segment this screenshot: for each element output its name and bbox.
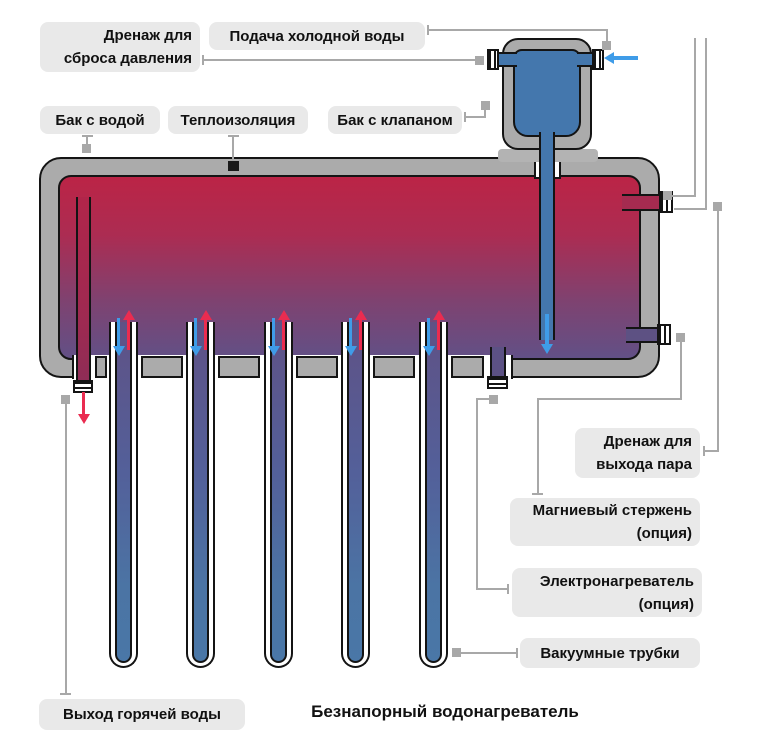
label-magnesium-rod: Магниевый стержень (опция) [510,498,700,546]
callout-line [674,208,707,210]
pressure-drain-hatch [487,49,499,70]
cold-flow-down-arrow-icon [349,318,352,346]
cold-flow-down-arrow-icon [427,318,430,346]
cold-flow-down-arrow-icon [272,318,275,346]
label-line: (опция) [636,525,692,542]
diagram-title: Безнапорный водонагреватель [311,702,579,721]
callout-tick [703,446,705,456]
hot-flow-up-arrow-icon [127,320,130,350]
magnesium-rod-fitting-hatch [657,324,671,345]
callout-line [537,398,682,400]
hot-flow-up-arrow-icon [437,320,440,350]
callout-line [476,398,478,590]
callout-tick [60,693,71,695]
label-valve-tank: Бак с клапаном [328,106,462,134]
callout-line [704,450,719,452]
label-line: Подача холодной воды [229,27,405,45]
cold-flow-down-arrow-icon [117,318,120,346]
callout-line [464,116,486,118]
callout-line [476,588,508,590]
callout-tick [516,648,518,658]
tank-bottom-segment [141,356,183,378]
callout-marker [82,144,91,153]
callout-marker-dark [228,161,239,171]
vacuum-tube-inner [425,322,442,663]
cold-inlet-hatch [592,49,604,70]
tank-bottom-segment [451,356,484,378]
label-steam-drain: Дренаж для выхода пара [575,428,700,478]
label-line: Магниевый стержень [532,502,692,519]
hot-water-pipe [76,197,91,383]
vacuum-tube-inner [347,322,364,663]
label-vacuum-tubes: Вакуумные трубки [520,638,700,668]
callout-tick [507,584,509,594]
callout-line [202,59,478,61]
vacuum-tube-inner [115,322,132,663]
label-line: Бак с клапаном [337,111,453,129]
label-line: Теплоизоляция [180,111,296,129]
vacuum-tube-inner [192,322,209,663]
callout-marker [475,56,484,65]
label-water-tank: Бак с водой [40,106,160,134]
callout-marker [489,395,498,404]
callout-line [86,135,88,146]
callout-line [65,399,67,695]
label-line: Вакуумные трубки [540,644,680,662]
label-line: Бак с водой [55,111,145,129]
cold-feed-pipe [539,132,555,340]
callout-line [694,38,696,197]
steam-drain-fitting [622,194,662,211]
callout-line [484,108,486,118]
hot-flow-up-arrow-icon [359,320,362,350]
callout-line [427,29,608,31]
cold-feed-down-arrow-icon [545,314,549,344]
tank-bottom-segment [373,356,415,378]
hot-flow-up-arrow-icon [204,320,207,350]
label-cold-water-supply: Подача холодной воды [209,22,425,50]
cold-water-inlet-arrow-icon [614,56,638,60]
label-line: Выход горячей воды [63,706,221,723]
label-thermal-insulation: Теплоизоляция [168,106,308,134]
cold-flow-down-arrow-icon [194,318,197,346]
callout-line [476,398,491,400]
hot-water-outlet-arrow-icon [82,392,85,414]
callout-marker [663,191,672,200]
callout-line [456,652,518,654]
tank-bottom-segment [218,356,260,378]
label-line: Дренаж для [103,27,192,44]
callout-line [232,135,234,165]
vacuum-tube-inner [270,322,287,663]
label-line: Электронагреватель [539,572,694,590]
callout-marker [602,41,611,50]
tank-bottom-segment [296,356,338,378]
magnesium-rod-fitting [626,327,662,343]
label-line: сброса давления [63,50,192,67]
label-line: Дренаж для [603,433,692,450]
callout-tick [532,493,543,495]
tank-bottom-segment [95,356,107,378]
callout-line [717,206,719,452]
hot-flow-up-arrow-icon [282,320,285,350]
label-hot-water-outlet: Выход горячей воды [39,699,245,730]
callout-marker [481,101,490,110]
valve-tank-water [513,49,581,137]
callout-line [680,337,682,400]
callout-line [537,398,539,495]
electric-heater-port [490,347,506,378]
electric-heater-port-hatch [487,376,508,389]
callout-line [671,195,696,197]
label-line: (опция) [638,595,694,613]
label-electric-heater: Электронагреватель (опция) [512,568,702,617]
callout-line [606,29,608,43]
callout-line [705,38,707,210]
label-pressure-drain: Дренаж для сброса давления [40,22,200,72]
label-line: выхода пара [596,456,692,473]
